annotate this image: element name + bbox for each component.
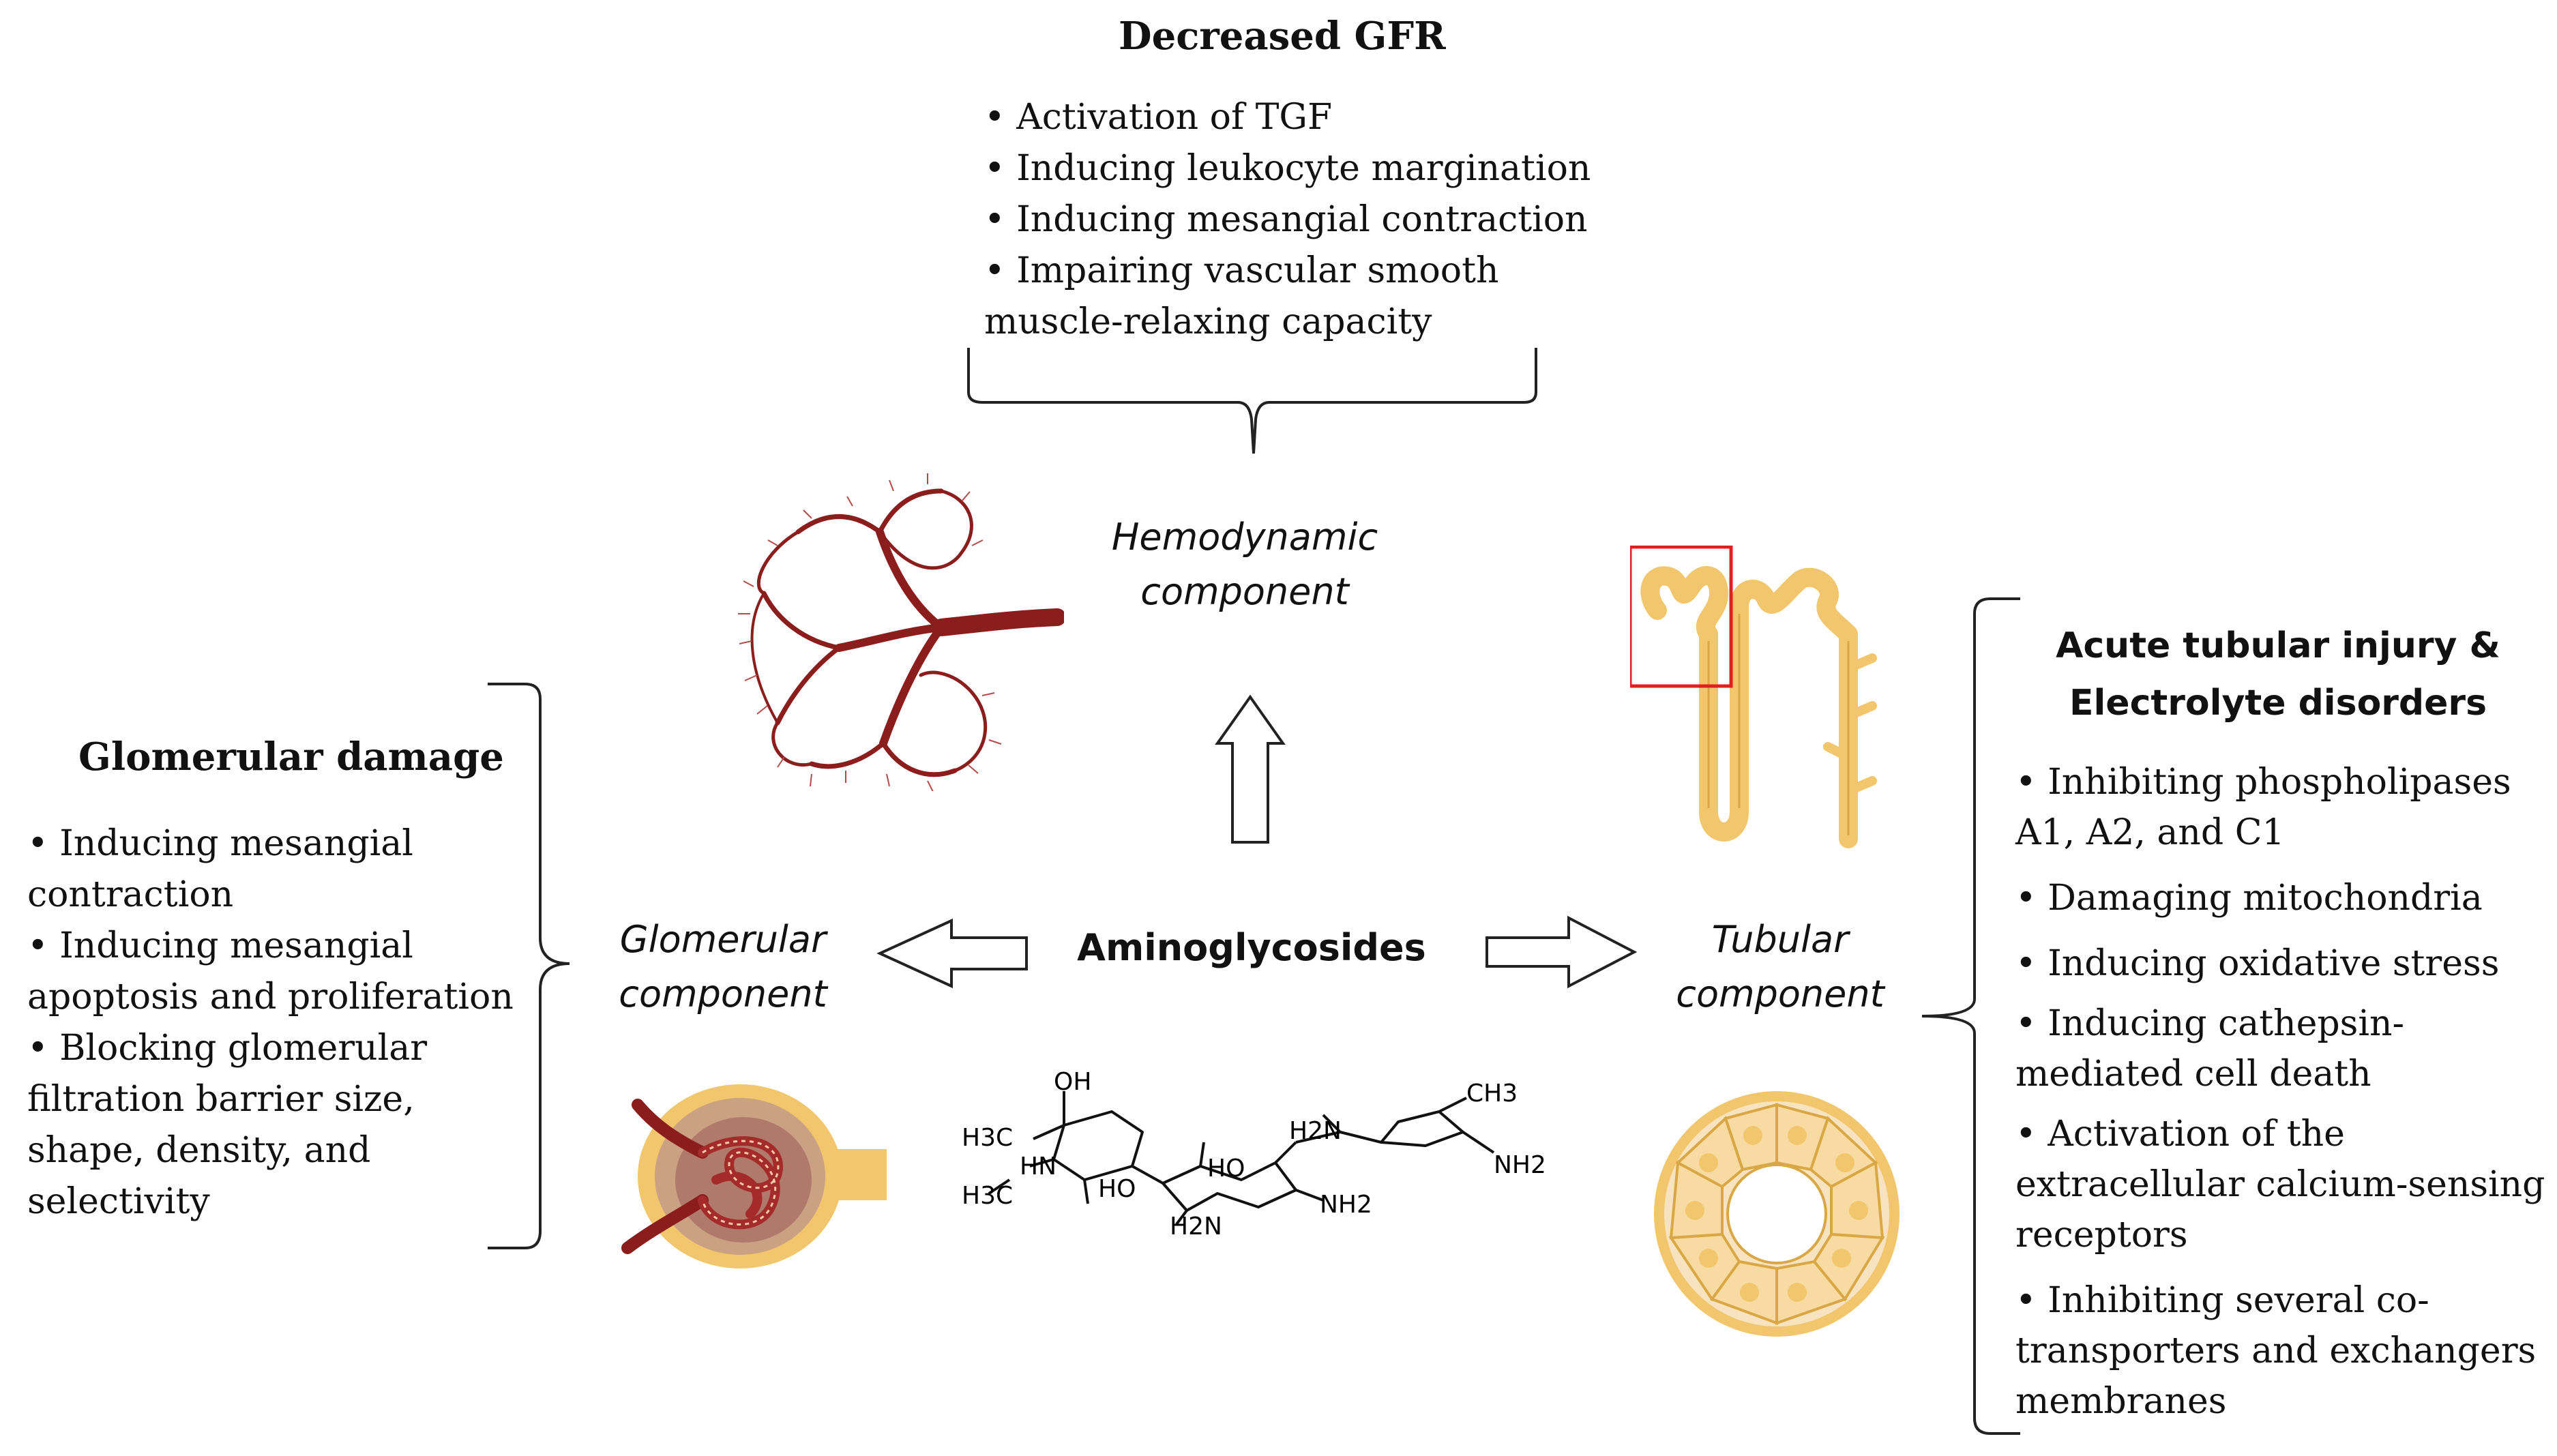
list-item: Impairing vascular smooth muscle-relaxin…: [984, 246, 1639, 348]
list-item: Inhibiting phospholipases A1, A2, and C1: [2015, 757, 2547, 858]
left-brace: [488, 683, 570, 1249]
hemodynamic-component-label: Hemodynamic component: [1091, 510, 1398, 619]
tubule-cross-section-illustration: [1654, 1091, 1900, 1337]
label-line: component: [619, 972, 827, 1015]
decreased-gfr-list: Activation of TGF Inducing leukocyte mar…: [984, 92, 1639, 348]
label-line: component: [1140, 570, 1349, 613]
highlight-box: [1630, 546, 1733, 688]
label-line: component: [1676, 972, 1885, 1015]
top-brace: [967, 348, 1537, 454]
list-item: Activation of TGF: [984, 92, 1639, 143]
arrow-left: [876, 918, 1028, 989]
decreased-gfr-title: Decreased GFR: [1119, 14, 1446, 59]
glomerular-damage-list: Inducing mesangial contraction Inducing …: [27, 818, 518, 1228]
nephron-tubule-illustration: [1630, 546, 1877, 848]
label-line: Glomerular: [619, 918, 827, 961]
right-brace: [1921, 597, 2020, 1435]
glomerulus-illustration: [621, 1084, 887, 1268]
glomerular-component-label: Glomerular component: [600, 912, 846, 1022]
atom-label: HN: [1020, 1153, 1056, 1180]
list-item: Activation of the extracellular calcium-…: [2015, 1109, 2547, 1260]
atom-label: H2N: [1289, 1117, 1342, 1145]
list-item: Inducing mesangial contraction: [984, 194, 1639, 246]
atom-label: H2N: [1170, 1213, 1222, 1240]
tubular-component-label: Tubular component: [1657, 912, 1903, 1022]
list-item: Blocking glomerular filtration barrier s…: [27, 1023, 518, 1228]
list-item: Inhibiting several co-transporters and e…: [2015, 1275, 2547, 1427]
arrow-right: [1486, 915, 1638, 989]
vascular-tree-illustration: [738, 473, 1064, 791]
atom-label: H3C: [962, 1124, 1013, 1152]
atom-label: H3C: [962, 1182, 1013, 1210]
list-item: Inducing oxidative stress: [2015, 938, 2547, 989]
label-line: Tubular: [1711, 918, 1849, 961]
atom-label: OH: [1054, 1068, 1091, 1096]
list-item: Inducing mesangial apoptosis and prolife…: [27, 921, 518, 1023]
tubular-injury-title: Acute tubular injury & Electrolyte disor…: [2039, 617, 2517, 732]
atom-label: HO: [1098, 1175, 1136, 1203]
list-item: Damaging mitochondria: [2015, 873, 2547, 923]
tubular-injury-list: Inhibiting phospholipases A1, A2, and C1…: [2015, 757, 2547, 1427]
aminoglycoside-molecule: OH H3C HN H3C HO HO H2N NH2 H2N CH3 NH2: [962, 1068, 1546, 1240]
label-line: Hemodynamic: [1111, 516, 1378, 559]
glomerular-damage-title: Glomerular damage: [78, 734, 504, 779]
atom-label: CH3: [1466, 1080, 1518, 1108]
list-item: Inducing leukocyte margination: [984, 143, 1639, 194]
list-item: Inducing mesangial contraction: [27, 818, 518, 921]
tubular-injury-title-line2: Electrolyte disorders: [2069, 683, 2487, 724]
arrow-up: [1215, 694, 1286, 844]
atom-label: NH2: [1320, 1191, 1372, 1219]
aminoglycosides-label: Aminoglycosides: [1077, 926, 1426, 969]
atom-label: HO: [1207, 1155, 1245, 1183]
list-item: Inducing cathepsin-mediated cell death: [2015, 998, 2547, 1099]
tubular-injury-title-line1: Acute tubular injury &: [2056, 625, 2500, 666]
atom-label: NH2: [1494, 1151, 1546, 1179]
